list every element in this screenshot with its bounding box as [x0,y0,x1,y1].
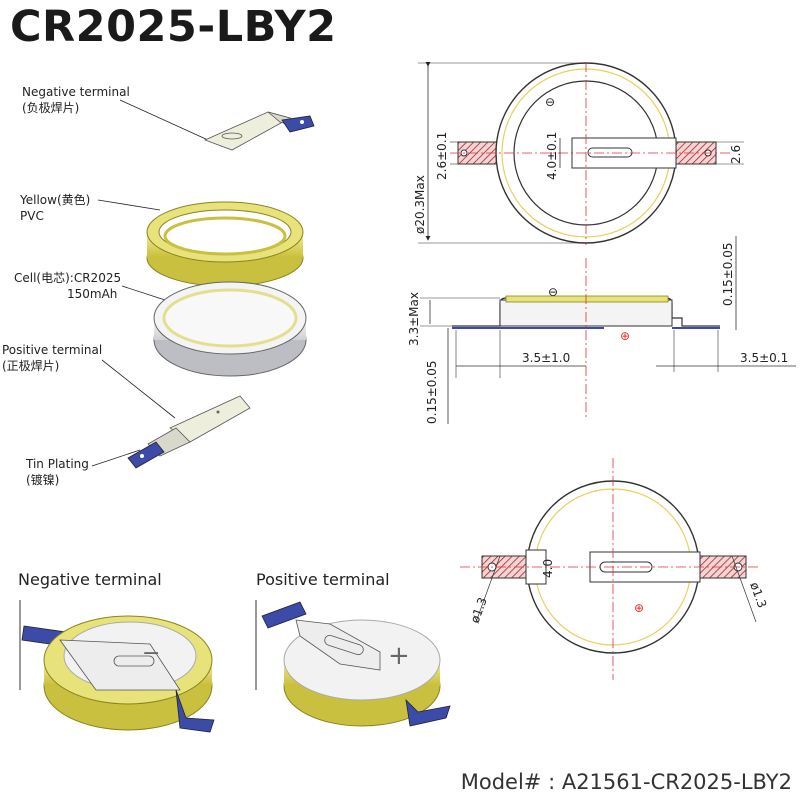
leader-line [121,285,166,301]
side-minus: ⊖ [548,285,558,299]
tin-plating-label: Tin Plating (镀镍) [26,457,89,487]
negative-terminal-caption: Negative terminal [18,570,162,589]
tab-height-dim: 2.6±0.1 [435,132,449,180]
positive-terminal-label: Positive terminal (正极焊片) [2,343,103,373]
plate-thickness-bottom-dim: 0.15±0.05 [425,361,439,425]
leader-line [119,99,209,141]
side-plus: ⊕ [620,329,630,343]
negative-terminal-label: Negative terminal (负极焊片) [22,85,130,115]
leader-line [97,199,161,211]
thickness-dim: 3.3±Max [407,292,421,346]
negative-terminal-strip [203,111,315,151]
diameter-dim: ø20.3Max [413,175,427,234]
negative-3d-view: − [19,600,215,733]
positive-terminal-caption: Positive terminal [256,570,390,589]
yellow-pvc-label: Yellow(黄色) PVC [20,193,91,223]
positive-terminal-strip [127,395,251,469]
slot-height-dim: 4.0±0.1 [545,132,559,180]
side-view: ⊖ ⊕ 3.3±Max 0.15±0.05 0.15±0.05 3.5±1.0 … [407,236,796,424]
lead-right-dim: 3.5±0.1 [740,351,788,365]
model-number: Model# : A21561-CR2025-LBY2 [460,770,792,794]
bottom-view: ⊕ 4.0 ø1.3 ø1.3 [460,458,769,680]
leader-line [101,359,176,419]
lead-left-dim: 3.5±1.0 [522,351,570,365]
hole-right-dim: ø1.3 [747,580,769,610]
positive-3d-view: + [255,600,451,727]
positive-plus-sign: + [388,641,410,671]
cell-label: Cell(电芯):CR2025 150mAh [14,271,122,301]
page-title: CR2025-LBY2 [10,2,337,52]
negative-minus-sign: − [142,641,160,666]
leader-line [91,449,141,467]
bottom-plus: ⊕ [634,601,644,615]
minus-symbol: ⊖ [545,95,555,109]
top-view: ø20.3Max 2.6±0.1 4.0±0.1 2.6 ⊖ [413,62,744,245]
tab-height-right-dim: 2.6 [729,145,743,164]
yellow-pvc-ring [146,201,304,287]
hole-left-dim: ø1.3 [468,595,490,625]
battery-cell [153,281,307,377]
plate-thickness-top-dim: 0.15±0.05 [721,243,735,307]
slot-bottom-dim: 4.0 [541,559,555,578]
